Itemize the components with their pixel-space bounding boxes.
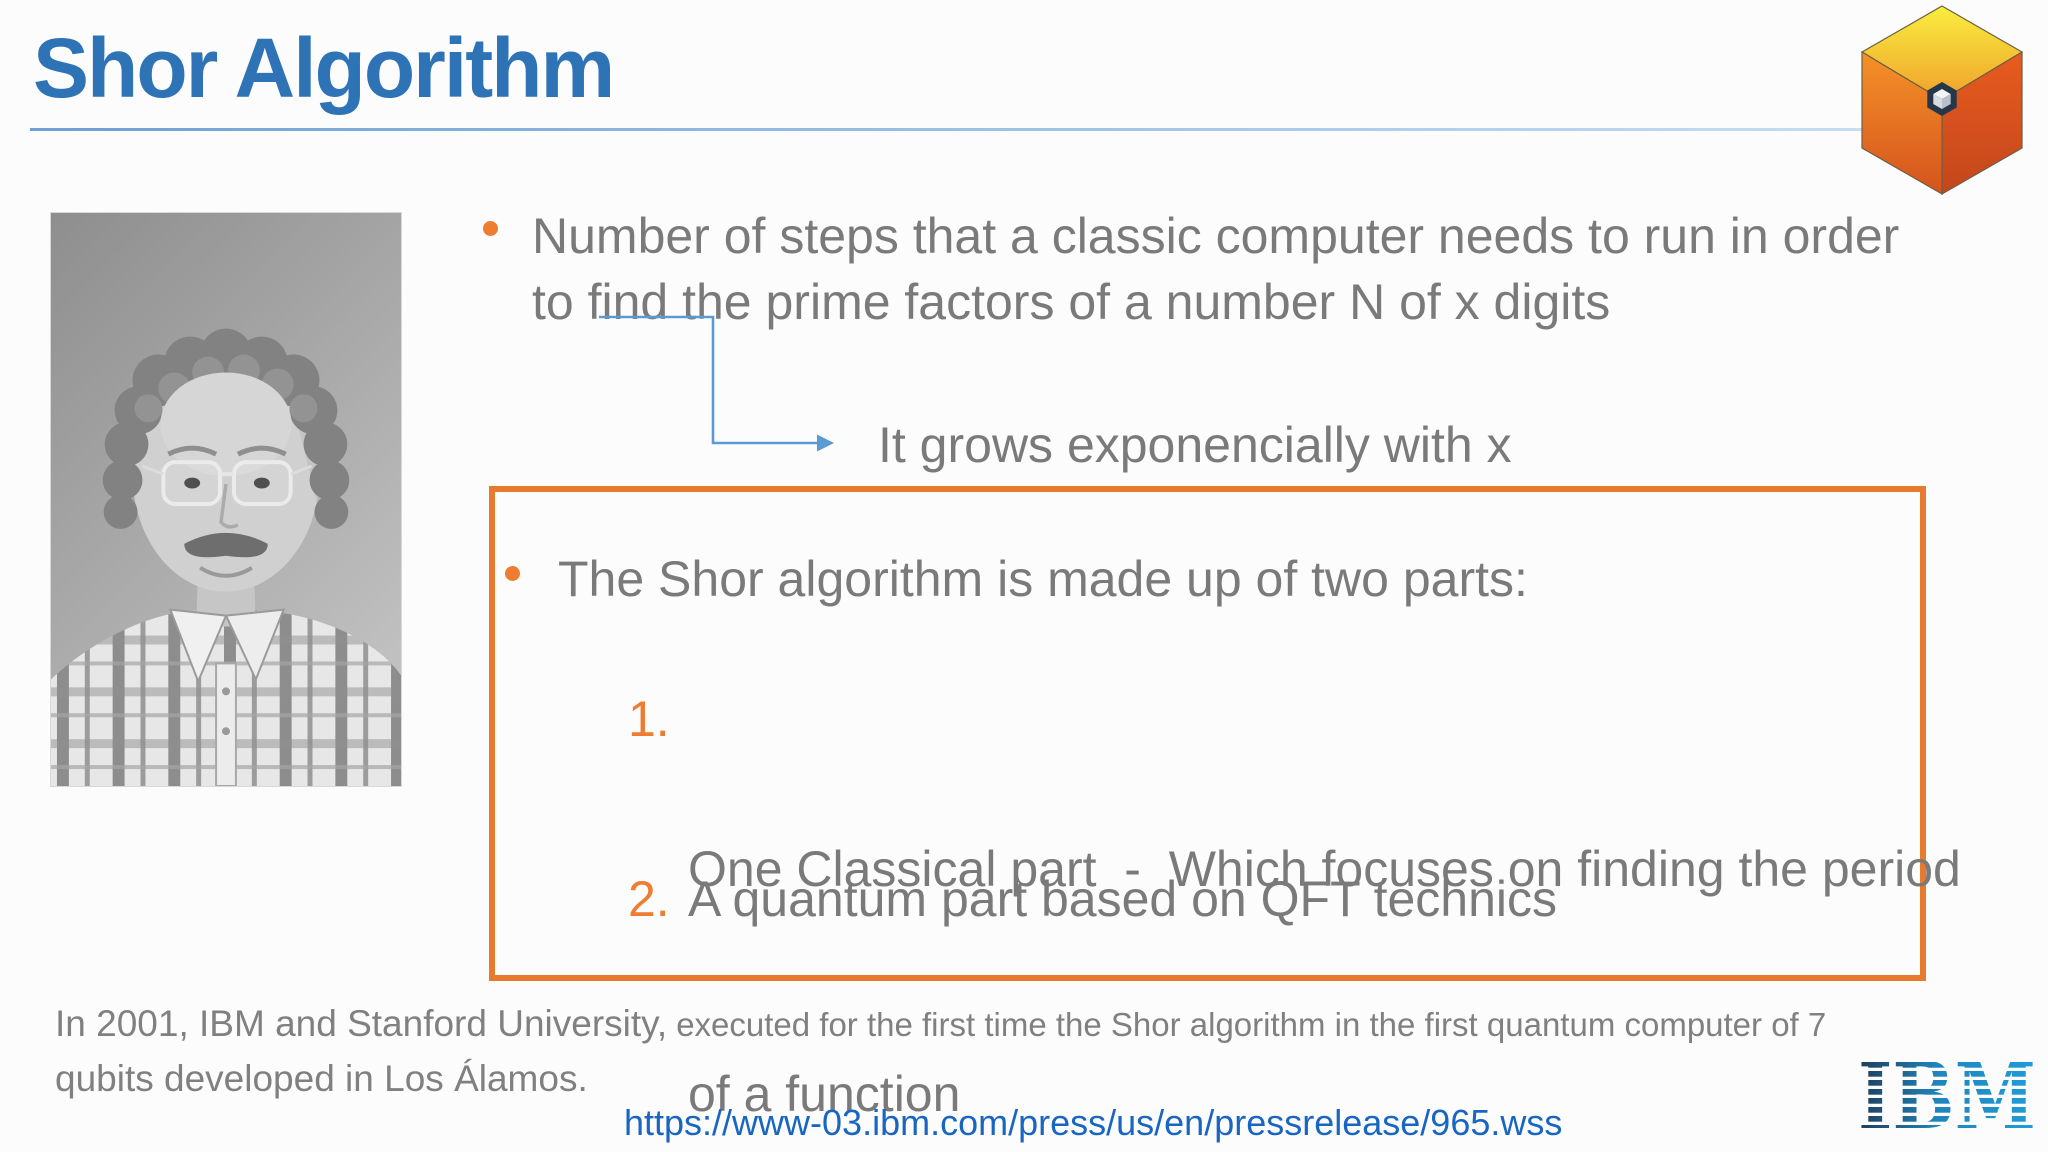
footer-detail: executed for the first time the Shor alg… (676, 1006, 1827, 1043)
item-text: A quantum part based on QFT technics (688, 871, 1558, 927)
footer-note: In 2001, IBM and Stanford University,exe… (55, 1000, 2035, 1102)
bullet-dot-icon (483, 221, 498, 236)
footer-line-1: In 2001, IBM and Stanford University,exe… (55, 1000, 2035, 1055)
item1-line-1: One Classical part - Which focuses on fi… (688, 841, 1961, 897)
intro-bullet-text: Number of steps that a classic computer … (532, 203, 1932, 335)
ibm-logo-icon: IBM (1858, 1062, 2036, 1134)
connector-arrow-icon (599, 315, 834, 452)
parts-heading: The Shor algorithm is made up of two par… (558, 551, 1528, 607)
portrait-photo (50, 212, 402, 787)
item-number: 1. (628, 691, 670, 747)
ibm-logo-text: IBM (1858, 1062, 2036, 1134)
title-divider (30, 128, 1862, 131)
press-release-link[interactable]: https://www-03.ibm.com/press/us/en/press… (624, 1102, 1563, 1143)
list-item-quantum: 2. A quantum part based on QFT technics (628, 862, 1557, 937)
footer-line-2: qubits developed in Los Álamos. (55, 1058, 588, 1099)
growth-callout: It grows exponencially with x (878, 417, 1512, 473)
item-text: One Classical part - Which focuses on fi… (688, 682, 1961, 1152)
intro-line-1: Number of steps that a classic computer … (532, 208, 1900, 264)
quantum-cube-logo-icon (1860, 5, 2024, 196)
list-item-classical: 1. One Classical part - Which focuses on… (628, 682, 1961, 1152)
item-number: 2. (628, 871, 670, 927)
item1-line-2: of a function (688, 1066, 961, 1122)
page-title: Shor Algorithm (33, 21, 615, 115)
parts-box (489, 486, 1926, 981)
bullet-dot-icon (505, 566, 520, 581)
footer-emphasis: In 2001, IBM and Stanford University, (55, 1003, 668, 1044)
